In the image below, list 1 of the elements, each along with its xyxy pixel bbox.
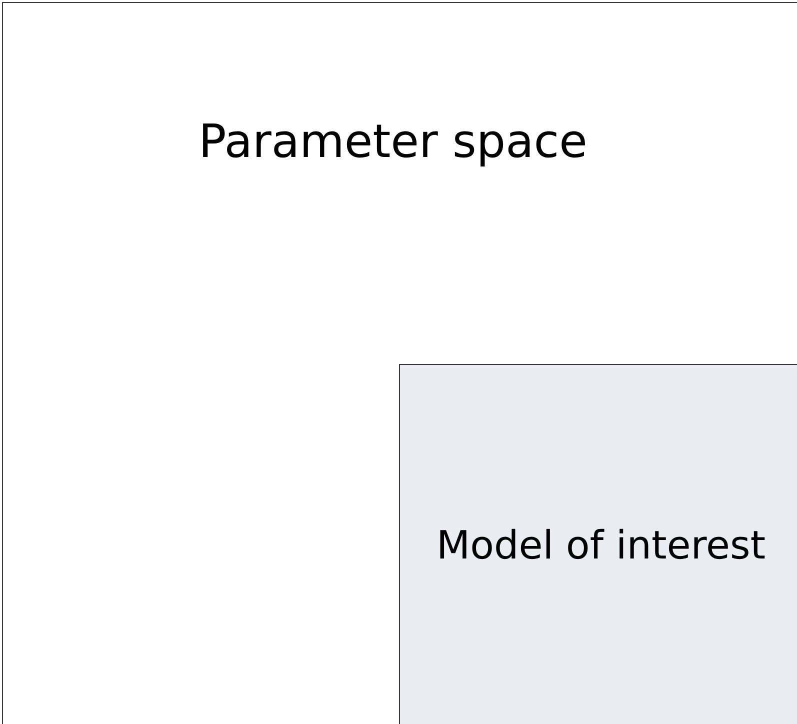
inner-region-box: Model of interest bbox=[399, 364, 797, 724]
